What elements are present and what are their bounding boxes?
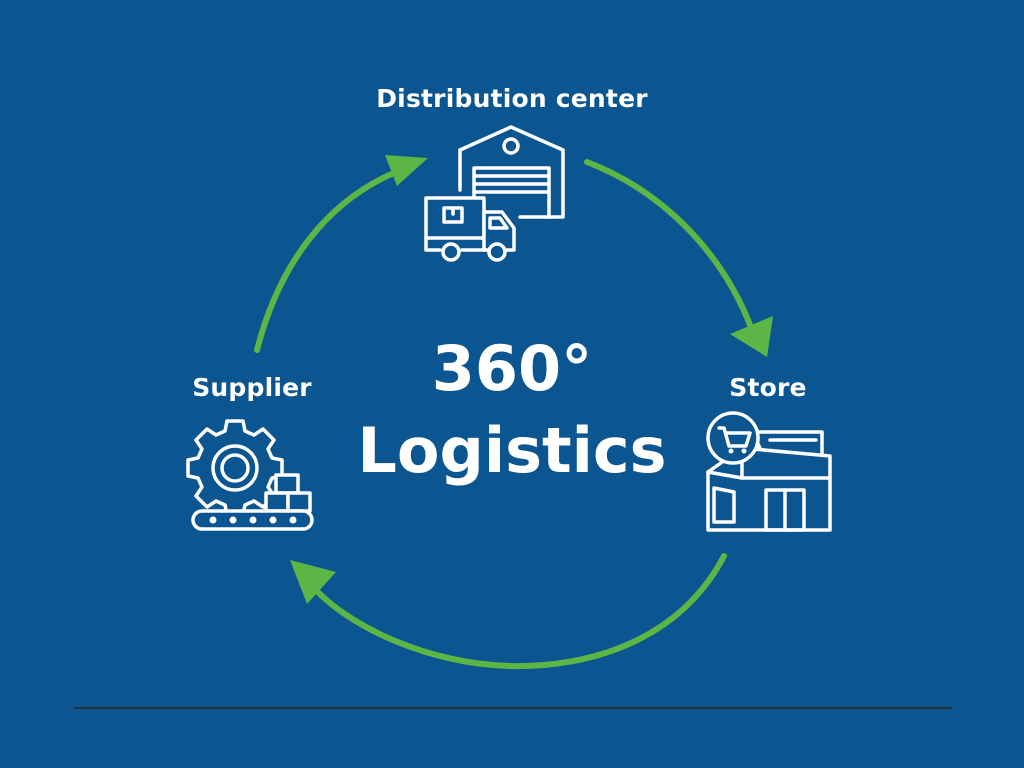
- distribution-center-label: Distribution center: [376, 84, 648, 113]
- center-title-logistics: Logistics: [357, 414, 667, 487]
- arrow-heads: [290, 155, 773, 604]
- arrow-supplier-to-distribution: [254, 169, 399, 353]
- gear-conveyor-icon: [186, 419, 314, 531]
- cycle-arrows: [254, 159, 755, 670]
- supplier-label: Supplier: [192, 373, 312, 402]
- store-label: Store: [729, 373, 807, 402]
- store-cart-icon: [706, 411, 832, 532]
- arrowhead-store: [730, 316, 773, 357]
- warehouse-truck-icon: [424, 125, 565, 262]
- arrow-distribution-to-store: [584, 159, 755, 333]
- arrow-store-to-supplier: [309, 553, 727, 670]
- arrowhead-distribution: [385, 155, 428, 186]
- arrowhead-supplier: [290, 560, 336, 604]
- center-title-degree: 360°: [431, 332, 593, 405]
